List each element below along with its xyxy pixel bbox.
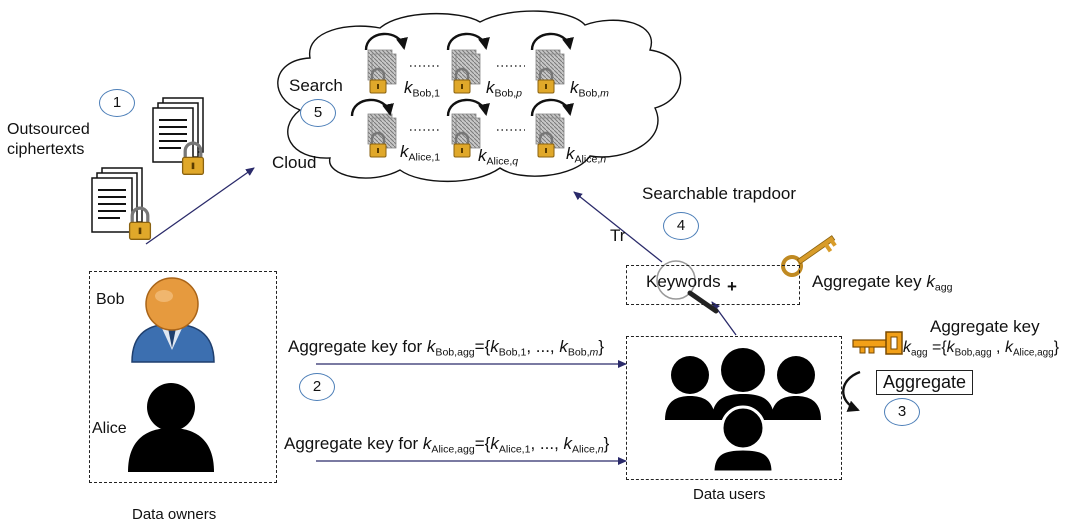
data-owners-box bbox=[89, 271, 277, 483]
cloud-label: Cloud bbox=[272, 153, 317, 172]
upload-arrow bbox=[145, 167, 255, 245]
k-alice-1-label: kAlice,1 bbox=[400, 142, 441, 164]
search-label: Search bbox=[289, 76, 343, 95]
data-owners-label: Data owners bbox=[132, 506, 217, 523]
plus-sign: + bbox=[727, 277, 737, 296]
ellipsis-dots bbox=[410, 65, 525, 131]
bob-aggregate-key-label: Aggregate key for kBob,agg={kBob,1, ...,… bbox=[288, 337, 605, 359]
aggregate-key-title: Aggregate key bbox=[930, 317, 1040, 336]
aggregate-key-kagg-label: Aggregate key kagg bbox=[812, 272, 953, 294]
k-bob-p-label: kBob,p bbox=[486, 78, 523, 100]
tr-label: Tr bbox=[610, 226, 626, 245]
k-bob-m-label: kBob,m bbox=[570, 78, 609, 100]
step-2-badge: 2 bbox=[299, 373, 335, 401]
step-3-badge: 3 bbox=[884, 398, 920, 426]
aggregate-button[interactable]: Aggregate bbox=[876, 370, 974, 395]
keywords-box bbox=[626, 265, 800, 305]
k-bob-1-label: kBob,1 bbox=[404, 78, 441, 100]
trapdoor-arrow bbox=[573, 191, 663, 263]
alice-label: Alice bbox=[92, 420, 127, 437]
data-users-label: Data users bbox=[693, 486, 766, 503]
k-alice-q-label: kAlice,q bbox=[478, 146, 519, 168]
outsourced-label-1: Outsourced bbox=[7, 121, 90, 138]
user-group-icon bbox=[665, 348, 821, 474]
aggregate-loop-arrow bbox=[842, 370, 861, 412]
orange-key-icon bbox=[852, 331, 903, 355]
searchable-trapdoor-label: Searchable trapdoor bbox=[642, 184, 797, 203]
keywords-arrow bbox=[711, 301, 737, 336]
step-4-badge: 4 bbox=[663, 212, 699, 240]
keywords-label: Keywords bbox=[646, 272, 721, 291]
data-users-box bbox=[626, 336, 842, 480]
alice-user-icon bbox=[128, 383, 214, 472]
k-alice-n-label: kAlice,n bbox=[566, 144, 607, 166]
gold-key-icon bbox=[781, 235, 837, 277]
magnifier-icon bbox=[656, 260, 719, 314]
step-5-badge: 5 bbox=[300, 99, 336, 127]
bob-label: Bob bbox=[96, 291, 125, 308]
outsourced-label-2: ciphertexts bbox=[7, 141, 85, 158]
document-stack-icon bbox=[152, 97, 204, 163]
bob-user-icon bbox=[131, 277, 215, 363]
alice-aggregate-key-label: Aggregate key for kAlice,agg={kAlice,1, … bbox=[284, 434, 610, 456]
kagg-definition-label: kagg ={kBob,agg , kAlice,agg} bbox=[903, 339, 1060, 359]
step-1-badge: 1 bbox=[99, 89, 135, 117]
